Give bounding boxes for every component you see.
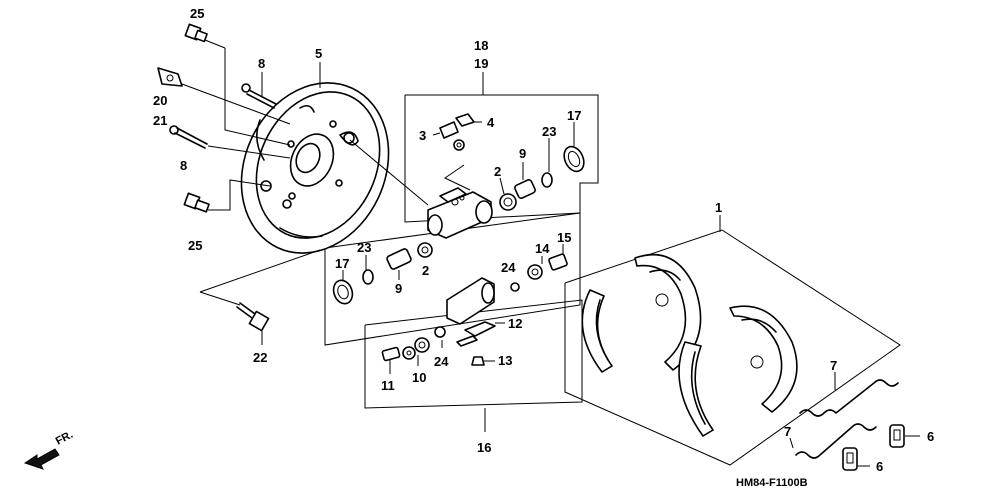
callout-16: 16 (477, 440, 491, 455)
callout-1: 1 (715, 200, 722, 215)
springs (789, 372, 899, 459)
callout-10: 10 (412, 370, 426, 385)
callout-18: 18 (474, 38, 488, 53)
front-direction-arrow: FR. (23, 429, 75, 470)
adjuster-upper (510, 244, 568, 292)
callout-9-lower: 9 (395, 281, 402, 296)
callout-12: 12 (508, 316, 522, 331)
callout-23-lower: 23 (357, 240, 371, 255)
callout-13: 13 (498, 353, 512, 368)
direction-label: FR. (54, 429, 75, 448)
callout-25-lower: 25 (188, 238, 202, 253)
bleeder-valve (432, 113, 482, 151)
callout-24-lower: 24 (434, 354, 449, 369)
callout-8-lower: 8 (180, 158, 187, 173)
spring-clips (842, 424, 920, 471)
pin-8-bottom (169, 125, 291, 159)
wheel-cylinder (349, 139, 493, 239)
callout-17-lower: 17 (335, 256, 349, 271)
callout-4: 4 (487, 115, 495, 130)
callout-7: 7 (830, 358, 837, 373)
callout-8: 8 (258, 56, 265, 71)
callout-11: 11 (381, 378, 395, 393)
bolt-25-top (184, 23, 291, 146)
callout-2-lower: 2 (422, 263, 429, 278)
drawing-code: HM84-F1100B (736, 477, 808, 489)
callout-15: 15 (557, 230, 571, 245)
callout-24: 24 (501, 260, 516, 275)
callout-5: 5 (315, 46, 322, 61)
callout-22: 22 (253, 350, 267, 365)
brake-panel (240, 82, 390, 254)
callout-19: 19 (474, 56, 488, 71)
callout-6: 6 (927, 429, 934, 444)
bolt-22 (199, 249, 321, 345)
clip-20 (157, 67, 291, 125)
callout-25: 25 (190, 6, 204, 21)
callout-9: 9 (519, 146, 526, 161)
brake-shoes (581, 215, 798, 437)
callout-17: 17 (567, 108, 581, 123)
callout-6-lower: 6 (876, 459, 883, 474)
callout-20: 20 (153, 93, 167, 108)
bolt-25-bottom (183, 179, 271, 213)
callout-21: 21 (153, 113, 167, 128)
adjuster-lower (381, 326, 495, 374)
callout-2: 2 (494, 164, 501, 179)
callout-23: 23 (542, 124, 556, 139)
callout-14: 14 (535, 241, 550, 256)
pin-8-top (241, 83, 277, 109)
group-outlines (324, 94, 901, 466)
cylinder-parts-right (499, 122, 585, 211)
callout-3: 3 (419, 128, 426, 143)
adjuster-body (446, 277, 505, 347)
callout-numbers: 25 8 5 20 21 8 25 22 18 19 3 4 9 23 17 2… (153, 6, 934, 474)
cylinder-parts-left (332, 242, 433, 305)
callout-7-lower: 7 (784, 424, 791, 439)
